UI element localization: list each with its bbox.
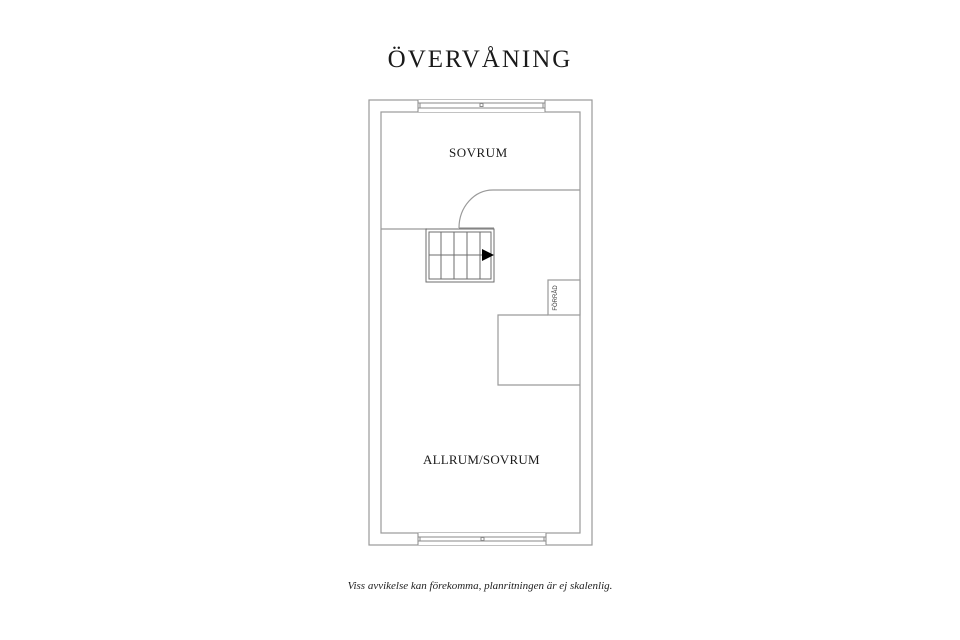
window-bottom [417,533,547,545]
staircase [425,228,495,283]
floor-title: ÖVERVÅNING [387,46,573,73]
room-label-forrad: FÖRRÅD [553,285,559,311]
window-top [417,100,546,112]
room-label-sovrum: SOVRUM [449,145,508,160]
disclaimer-footnote: Viss avvikelse kan förekomma, planritnin… [347,580,613,592]
notch-wall [497,314,580,386]
room-label-allrum: ALLRUM/SOVRUM [423,452,540,467]
forrad-closet [547,279,581,316]
inner-wall [380,111,581,534]
stair-direction-arrow-icon [482,249,494,261]
door-swing-arc [458,189,494,229]
